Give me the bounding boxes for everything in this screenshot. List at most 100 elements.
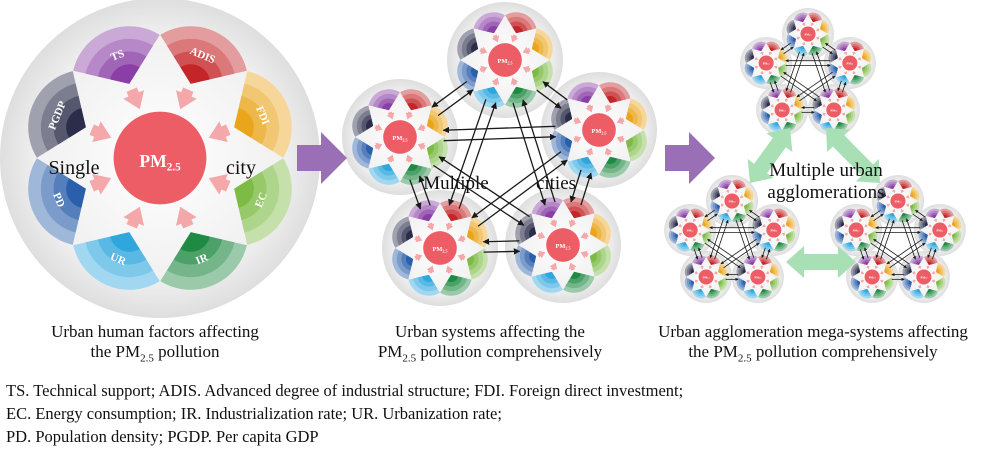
factor-fan-fdi [744,186,754,201]
influence-arrow [491,77,500,86]
influence-arrow [522,46,531,55]
factor-fan-ir [849,75,864,85]
influence-arrow [802,22,806,27]
influence-arrow [928,232,932,236]
influence-arrow [917,265,922,270]
cities-label: cities [536,173,576,194]
link-arrow [693,249,699,260]
influence-arrow [796,36,801,40]
factor-fan-adis: ADIS [160,26,247,84]
factor-ring [856,268,861,274]
pm25-label: PM2.5 [755,275,762,280]
pm25-center [842,55,858,71]
pm25-center [848,222,864,238]
factor-ring [702,233,706,239]
factor-fan-pgdp [760,95,771,110]
factor-ring [447,274,459,282]
influence-arrow [678,232,683,236]
link-arrow [438,156,530,218]
factor-ring [840,233,845,239]
pm25-center [932,222,948,238]
pm25-label: PM2.5 [687,228,694,233]
factor-ring [882,204,886,210]
factor-fan-pgdp [392,216,414,248]
link-arrow [880,219,895,260]
influence-arrow [374,142,383,151]
factor-fan-ur [473,86,505,108]
factor-ring [512,26,524,34]
mini-city: PM2.5 [747,204,800,257]
factor-ring [785,94,791,98]
factor-ring [774,94,779,98]
mini-city: PM2.5 [830,204,883,257]
pm25-center [682,222,698,238]
factor-ring [366,144,374,156]
factor-ring [709,261,715,265]
influence-arrow [405,154,414,163]
link-arrow [931,248,937,260]
factor-ring [785,221,790,227]
factor-fan-ur [909,289,924,299]
pm25-center [916,269,932,285]
factor-ring [868,233,872,239]
influence-arrow [880,271,884,275]
influence-arrow [537,231,546,240]
factor-fan-ir [939,242,954,252]
factor-ring [531,41,539,53]
influence-arrow [850,237,854,242]
city-network [409,80,593,255]
influence-arrow [931,279,936,283]
factor-ring [486,86,498,94]
factor-fan-ec [718,277,728,292]
influence-arrow [838,65,842,69]
influence-arrow [445,265,454,274]
factor-fan-adis [856,208,871,218]
factor-fan-ur [717,213,732,223]
factor-ring [674,233,679,239]
caption-panel3-post: pollution comprehensively [751,342,938,361]
factor-fan-adis [939,208,954,218]
factor-fan-pd [834,230,845,245]
pm25-sub: 2.5 [402,137,407,142]
city-network [693,209,771,281]
link-arrow [746,213,757,222]
influence-arrow [928,224,932,228]
pm25-sub: 2.5 [783,111,785,113]
factor-fan-adis [808,12,823,22]
pm25-label: PM2.5 [770,228,777,233]
mini-city: PM2.5 [846,250,899,303]
influence-arrow [684,237,688,242]
factor-fan-ec [935,277,946,292]
pm25-center [546,228,580,262]
influence-arrow [810,41,814,46]
pm25-label: PM2.5 [703,275,710,280]
factor-ring [749,261,755,265]
factor-ring [811,46,817,50]
influence-arrow [942,237,946,242]
influence-arrow [942,218,946,223]
factor-fan-pd [392,248,414,280]
factor-ring [570,271,582,279]
influence-arrow [850,218,854,223]
influence-arrow [751,265,756,270]
link-arrow [870,209,881,218]
factor-ring [758,75,763,79]
influence-arrow [89,121,112,143]
pm25-label: PM2.5 [831,108,838,113]
factor-fan-ur [692,289,707,299]
link-arrow [761,247,766,259]
factor-fan-ts [793,12,808,22]
pm25-label: PM2.5 [763,61,770,66]
factor-fan-ts [883,179,898,189]
influence-arrow [827,117,832,122]
influence-arrow [386,154,395,163]
factor-fan-ts [909,255,924,265]
factor-ring [861,54,866,60]
factor-fan-pd [760,110,771,125]
factor-fan-ec [702,230,712,245]
influence-arrow [760,265,764,270]
factor-fan-ec [884,277,894,292]
link-arrow [780,75,817,102]
